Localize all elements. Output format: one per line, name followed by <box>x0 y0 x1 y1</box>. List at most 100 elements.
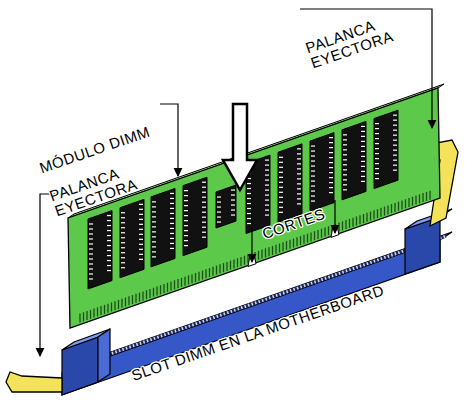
edge-contact <box>86 311 87 320</box>
chip-pin <box>121 212 125 213</box>
chip-pin <box>297 183 301 184</box>
dimm-module <box>68 84 444 328</box>
chip-pin <box>152 221 156 222</box>
chip-pin <box>231 209 235 210</box>
chip-pin <box>329 157 333 158</box>
edge-contact <box>366 213 367 222</box>
chip-pin <box>139 259 143 260</box>
chip-body <box>88 211 112 289</box>
edge-contact <box>352 218 353 227</box>
chip-pin <box>311 195 315 196</box>
part-label: CORTES <box>260 206 327 242</box>
chip-pin <box>231 189 235 190</box>
edge-contact <box>205 269 206 278</box>
chip-pin <box>89 278 93 279</box>
chip-pin <box>107 270 111 271</box>
edge-contact <box>349 219 350 228</box>
chip-pin <box>121 222 125 223</box>
chip-pin <box>279 202 283 203</box>
chip-pin <box>297 168 301 169</box>
chip-pin <box>393 120 397 121</box>
chip-pin <box>107 230 111 231</box>
chip-pin <box>297 198 301 199</box>
memory-chip <box>310 133 334 211</box>
chip-pin <box>361 166 365 167</box>
chip-pin <box>343 169 347 170</box>
chip-pin <box>184 220 188 221</box>
chip-pin <box>343 149 347 150</box>
chip-pin <box>375 148 379 149</box>
edge-contact <box>177 279 178 288</box>
edge-contact <box>282 242 283 251</box>
edge-contact <box>167 283 168 292</box>
chip-pin <box>170 218 174 219</box>
edge-contact <box>195 273 196 282</box>
chip-pin <box>393 140 397 141</box>
edge-contact <box>359 215 360 224</box>
chip-pin <box>375 168 379 169</box>
edge-contact <box>237 258 238 267</box>
chip-pin <box>297 148 301 149</box>
edge-contact <box>212 267 213 276</box>
chip-pin <box>139 224 143 225</box>
edge-contact <box>401 200 402 209</box>
chip-pin <box>184 235 188 236</box>
edge-contact <box>233 259 234 268</box>
chip-pin <box>107 250 111 251</box>
chip-pin <box>170 203 174 204</box>
edge-contact <box>324 227 325 236</box>
chip-pin <box>247 213 251 214</box>
chip-pin <box>375 173 379 174</box>
chip-pin <box>152 201 156 202</box>
chip-pin <box>297 203 301 204</box>
chip-pin <box>247 203 251 204</box>
chip-pin <box>217 206 221 207</box>
chip-pin <box>393 170 397 171</box>
chip-pin <box>184 210 188 211</box>
chip-body <box>278 144 302 222</box>
chip-pin <box>265 169 269 170</box>
chip-pin <box>329 137 333 138</box>
chip-pin <box>107 255 111 256</box>
chip-pin <box>170 208 174 209</box>
chip-pin <box>202 222 206 223</box>
edge-contact <box>342 221 343 230</box>
chip-pin <box>152 206 156 207</box>
edge-contact <box>345 220 346 229</box>
chip-pin <box>393 155 397 156</box>
edge-contact <box>384 207 385 216</box>
chip-pin <box>121 257 125 258</box>
chip-body <box>310 133 334 211</box>
chip-pin <box>329 162 333 163</box>
chip-pin <box>231 194 235 195</box>
chip-pin <box>107 265 111 266</box>
chip-pin <box>139 249 143 250</box>
chip-pin <box>343 164 347 165</box>
chip-pin <box>375 163 379 164</box>
chip-pin <box>139 244 143 245</box>
chip-pin <box>89 238 93 239</box>
chip-pin <box>139 204 143 205</box>
memory-chip <box>374 110 398 188</box>
edge-contact <box>261 250 262 259</box>
chip-pin <box>265 174 269 175</box>
chip-pin <box>375 128 379 129</box>
chip-pin <box>265 199 269 200</box>
chip-pin <box>121 232 125 233</box>
chip-pin <box>361 171 365 172</box>
chip-pin <box>247 208 251 209</box>
edge-contact <box>191 274 192 283</box>
chip-pin <box>202 227 206 228</box>
chip-pin <box>329 182 333 183</box>
chip-pin <box>89 223 93 224</box>
chip-pin <box>170 223 174 224</box>
chip-pin <box>343 154 347 155</box>
edge-contact <box>363 214 364 223</box>
chip-pin <box>265 189 269 190</box>
chip-pin <box>265 159 269 160</box>
chip-body <box>216 185 236 228</box>
chip-pin <box>375 143 379 144</box>
chip-pin <box>361 141 365 142</box>
chip-pin <box>375 178 379 179</box>
chip-pin <box>279 207 283 208</box>
